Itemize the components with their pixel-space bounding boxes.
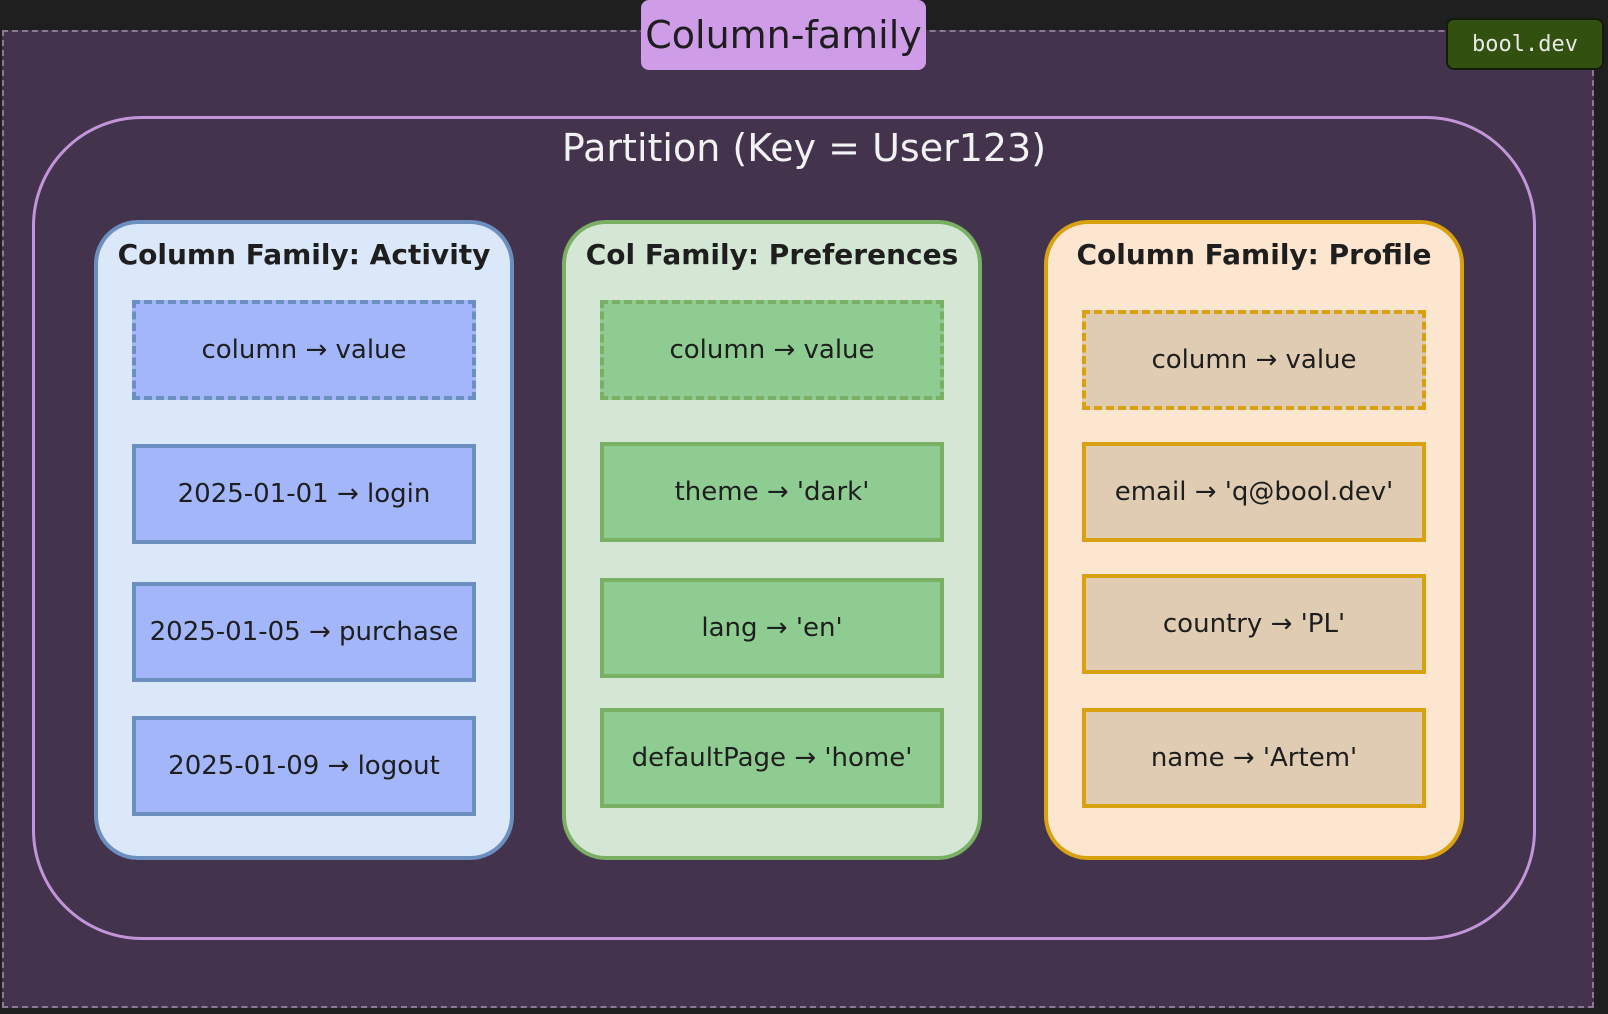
- family-title: Column Family: Activity: [117, 238, 491, 271]
- column-cell: name → 'Artem': [1082, 708, 1426, 808]
- column-cell: defaultPage → 'home': [600, 708, 944, 808]
- column-family-preferences: Col Family: Preferences column → value t…: [562, 220, 982, 860]
- brand-badge: bool.dev: [1446, 18, 1604, 70]
- family-title: Column Family: Profile: [1076, 238, 1432, 271]
- column-value-header: column → value: [132, 300, 476, 400]
- family-title: Col Family: Preferences: [585, 238, 959, 271]
- column-cell: 2025-01-05 → purchase: [132, 582, 476, 682]
- column-cell: lang → 'en': [600, 578, 944, 678]
- column-family-activity: Column Family: Activity column → value 2…: [94, 220, 514, 860]
- column-cell: 2025-01-01 → login: [132, 444, 476, 544]
- column-cell: country → 'PL': [1082, 574, 1426, 674]
- column-cell: theme → 'dark': [600, 442, 944, 542]
- column-family-profile: Column Family: Profile column → value em…: [1044, 220, 1464, 860]
- column-value-header: column → value: [1082, 310, 1426, 410]
- partition-container: [32, 116, 1536, 940]
- partition-label: Partition (Key = User123): [561, 126, 1047, 170]
- column-cell: email → 'q@bool.dev': [1082, 442, 1426, 542]
- column-value-header: column → value: [600, 300, 944, 400]
- diagram-title: Column-family: [641, 0, 926, 70]
- column-cell: 2025-01-09 → logout: [132, 716, 476, 816]
